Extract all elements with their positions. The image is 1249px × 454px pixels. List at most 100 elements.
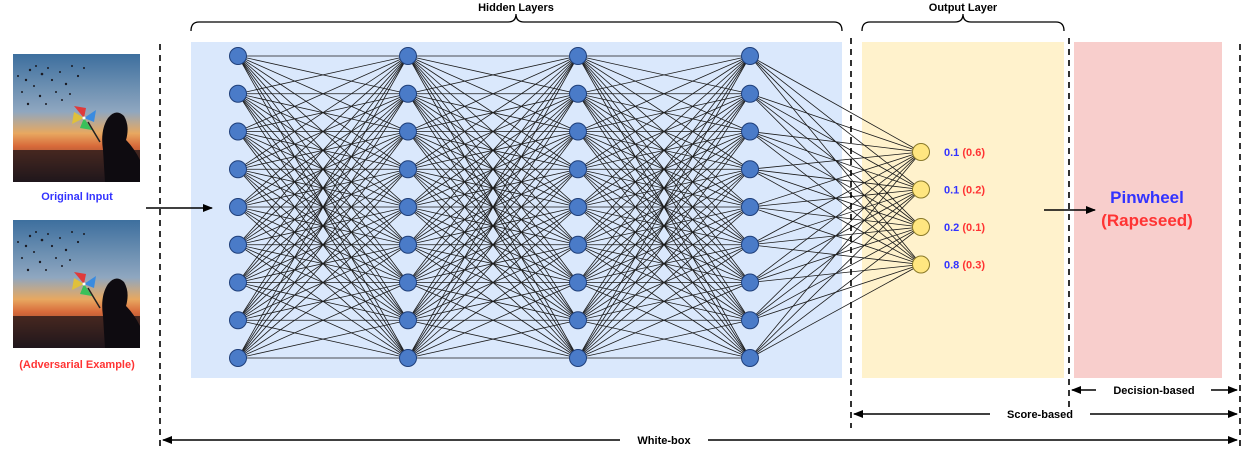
hidden-neuron — [741, 198, 759, 216]
connection-line — [237, 206, 409, 359]
hidden-neuron — [399, 235, 417, 254]
connection-line — [237, 55, 409, 170]
connection-line — [407, 55, 579, 321]
hidden-neuron — [229, 311, 247, 330]
connection-line — [749, 264, 922, 359]
connection-line — [749, 131, 922, 153]
score-based-label: Score-based — [1007, 409, 1073, 421]
connection-line — [407, 55, 579, 359]
connection-line — [407, 55, 579, 170]
white-box-label: White-box — [637, 435, 691, 447]
hidden-layers-label: Hidden Layers — [478, 2, 554, 14]
hidden-neuron — [399, 311, 417, 330]
connection-line — [407, 282, 579, 359]
original-input-image — [13, 54, 140, 182]
connection-line — [577, 55, 751, 321]
decision-based-label: Decision-based — [1113, 385, 1194, 397]
hidden-neuron — [569, 273, 587, 292]
hidden-neuron — [741, 273, 759, 292]
connection-line — [407, 55, 579, 132]
connection-line — [407, 55, 579, 95]
connection-line — [237, 244, 409, 359]
hidden-neuron — [399, 349, 417, 367]
output-layer-brace — [861, 13, 1065, 32]
hidden-neuron — [569, 198, 587, 216]
connection-line — [749, 55, 922, 153]
connection-line — [577, 55, 751, 132]
score-original: 0.1 — [944, 185, 962, 197]
connection-line — [407, 93, 579, 359]
connection-line — [577, 55, 751, 246]
prediction-adversarial: (Rapeseed) — [1101, 211, 1193, 230]
output-layer-panel — [862, 42, 1064, 378]
adversarial-example-image — [13, 220, 140, 348]
hidden-neuron — [229, 273, 247, 292]
connection-line — [577, 168, 751, 359]
connection-line — [577, 55, 751, 283]
score-adversarial: (0.1) — [962, 222, 985, 234]
hidden-neuron — [569, 47, 587, 65]
hidden-neuron — [741, 160, 759, 179]
connection-line — [237, 319, 409, 359]
connection-line — [749, 151, 922, 359]
score-value: 0.1 (0.2) — [944, 185, 985, 197]
output-neuron — [912, 143, 930, 161]
connection-line — [407, 244, 579, 359]
hidden-neuron — [741, 311, 759, 330]
hidden-neuron — [569, 160, 587, 179]
connection-line — [577, 55, 751, 95]
hidden-neuron — [741, 235, 759, 254]
hidden-neuron — [741, 47, 759, 65]
score-adversarial: (0.2) — [962, 185, 985, 197]
connection-line — [577, 282, 751, 359]
hidden-neuron — [569, 84, 587, 103]
connection-line — [237, 55, 409, 359]
pinwheel — [72, 106, 96, 130]
score-value: 0.1 (0.6) — [944, 147, 985, 159]
connection-line — [749, 151, 922, 321]
connection-line — [237, 131, 409, 359]
connection-line — [407, 131, 579, 359]
hidden-neuron — [399, 198, 417, 216]
hidden-neuron — [229, 47, 247, 65]
connection-line — [237, 55, 409, 246]
connection-line — [237, 55, 409, 132]
connection-line — [577, 93, 751, 359]
hidden-neuron — [229, 122, 247, 141]
output-neuron — [912, 218, 930, 236]
score-original: 0.8 — [944, 260, 962, 272]
score-adversarial: (0.3) — [962, 260, 985, 272]
connection-line — [749, 151, 922, 208]
connection-line — [749, 151, 922, 246]
connection-line — [577, 55, 751, 208]
adversarial-example-caption: (Adversarial Example) — [19, 359, 135, 371]
hidden-neuron — [741, 84, 759, 103]
connection-line — [577, 131, 751, 359]
hidden-neuron — [399, 273, 417, 292]
connection-line — [407, 319, 579, 359]
score-original: 0.2 — [944, 222, 962, 234]
connection-line — [749, 189, 922, 359]
connection-line — [237, 55, 409, 208]
connection-line — [749, 226, 922, 359]
hidden-neuron — [229, 235, 247, 254]
connection-line — [407, 168, 579, 359]
hidden-neuron — [229, 84, 247, 103]
connection-line — [577, 55, 751, 359]
hidden-neuron — [569, 235, 587, 254]
output-neuron — [912, 180, 930, 199]
hidden-neuron — [399, 47, 417, 65]
score-value: 0.2 (0.1) — [944, 222, 985, 234]
hidden-neuron — [229, 198, 247, 216]
connection-line — [237, 55, 409, 321]
score-adversarial: (0.6) — [962, 147, 985, 159]
hidden-neuron — [569, 349, 587, 367]
hidden-neuron — [399, 122, 417, 141]
network-neurons — [229, 47, 930, 367]
connection-line — [749, 151, 922, 170]
connection-line — [237, 282, 409, 359]
connection-line — [407, 55, 579, 246]
connection-line — [407, 55, 579, 208]
hidden-neuron — [229, 160, 247, 179]
